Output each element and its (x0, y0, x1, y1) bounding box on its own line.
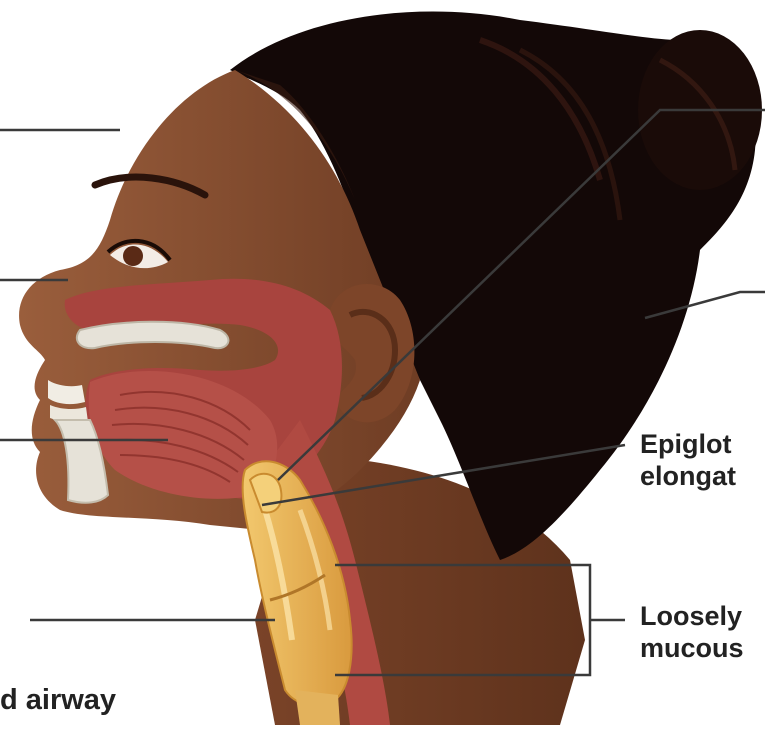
mucous-label-line1: Loosely (640, 600, 744, 632)
epiglottis-label-line2: elongat (640, 460, 736, 492)
epiglottis-label-line1: Epiglot (640, 428, 736, 460)
mucous-label: Loosely mucous (640, 600, 744, 664)
airway-label: d airway (0, 684, 116, 716)
epiglottis-label: Epiglot elongat (640, 428, 736, 492)
trachea (295, 690, 340, 725)
mucous-label-line2: mucous (640, 632, 744, 664)
